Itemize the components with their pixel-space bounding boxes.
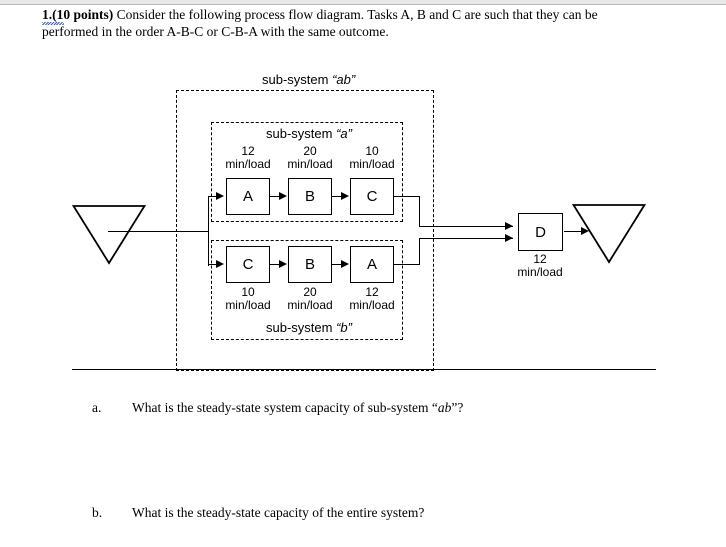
window-top-strip: [0, 0, 726, 5]
horizontal-rule: [72, 369, 656, 370]
arrowhead-b2-b3: [341, 260, 349, 268]
question-prompt-line1: Consider the following process flow diag…: [116, 7, 598, 22]
arrowhead-b1-b2: [279, 260, 287, 268]
subquestion-a: a. What is the steady-state system capac…: [92, 400, 612, 418]
arrowhead-feed-a: [216, 192, 224, 200]
feed-split-riser: [208, 196, 209, 266]
node-d: D: [518, 213, 563, 251]
arrowhead-out-a: [505, 222, 513, 230]
node-a-1: A: [226, 178, 270, 215]
out-a-seg3: [419, 226, 513, 227]
arrowhead-a2-a3: [341, 192, 349, 200]
subquestion-b-text: What is the steady-state capacity of the…: [132, 505, 425, 520]
out-d-line: [564, 231, 586, 232]
subquestion-a-text: What is the steady-state system capacity…: [132, 400, 464, 415]
output-inventory-triangle-icon: [572, 203, 646, 265]
feed-branch-top: [208, 196, 217, 197]
out-b-seg2: [419, 238, 420, 265]
subquestion-b: b. What is the steady-state capacity of …: [92, 505, 612, 523]
connector-b1-b2: [270, 264, 280, 265]
question-heading: 1.(10 points) Consider the following pro…: [42, 6, 692, 40]
input-inventory-triangle-icon: [72, 204, 146, 266]
arrowhead-feed-b: [216, 260, 224, 268]
subsystem-a-label: sub-system “a”: [266, 126, 352, 141]
out-a-seg1: [394, 196, 420, 197]
arrowhead-out-d: [581, 227, 589, 235]
feed-line-main: [108, 231, 209, 232]
subsystem-a-boundary: [211, 122, 403, 222]
subsystem-ab-boundary: [176, 90, 434, 371]
subquestion-a-marker: a.: [92, 400, 102, 415]
arrowhead-out-b: [505, 234, 513, 242]
question-number: 1.: [42, 7, 65, 25]
subsystem-b-boundary: [211, 240, 403, 340]
subquestion-b-marker: b.: [92, 505, 103, 520]
node-b-2: B: [288, 246, 332, 283]
connector-a1-a2: [270, 196, 280, 197]
out-b-seg1: [394, 264, 420, 265]
out-a-seg2: [419, 196, 420, 227]
subsystem-ab-label: sub-system “ab”: [262, 72, 356, 87]
process-flow-diagram: sub-system “ab” sub-system “a” sub-syste…: [72, 72, 646, 371]
question-points: (10 points): [52, 7, 114, 22]
feed-branch-bottom: [208, 264, 217, 265]
subsystem-b-label: sub-system “b”: [266, 320, 352, 335]
node-a-2: B: [288, 178, 332, 215]
node-b-1: C: [226, 246, 270, 283]
node-a-3: C: [350, 178, 394, 215]
out-b-seg3: [419, 238, 513, 239]
arrowhead-a1-a2: [279, 192, 287, 200]
connector-a2-a3: [332, 196, 342, 197]
question-prompt-line2: performed in the order A-B-C or C-B-A wi…: [42, 24, 389, 39]
node-b-3: A: [350, 246, 394, 283]
connector-b2-b3: [332, 264, 342, 265]
